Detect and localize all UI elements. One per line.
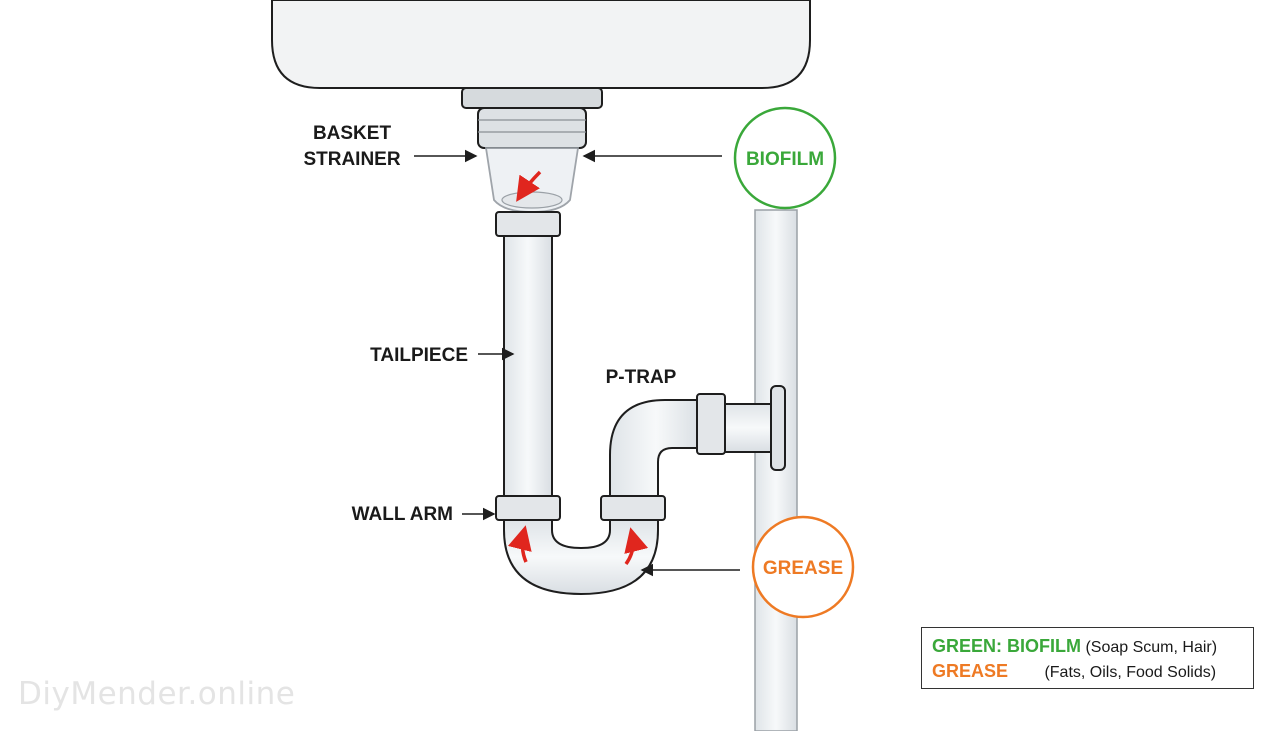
legend-biofilm-key: GREEN: BIOFILM [932, 636, 1081, 656]
legend-row-biofilm: GREEN: BIOFILM (Soap Scum, Hair) [932, 634, 1253, 659]
flow-arrow-right [624, 527, 649, 566]
grease-callout-circle [751, 515, 855, 619]
label-wall-arm: WALL ARM [352, 504, 453, 525]
biofilm-callout-circle [733, 106, 837, 210]
legend-biofilm-desc: (Soap Scum, Hair) [1085, 639, 1218, 656]
flow-arrow-left [507, 525, 532, 563]
flow-arrow-strainer [516, 170, 542, 202]
label-basket: BASKET [313, 123, 392, 144]
drain-body [461, 87, 603, 149]
grease-callout-label: GREASE [763, 558, 843, 579]
legend-grease-desc: (Fats, Oils, Food Solids) [1044, 664, 1217, 681]
biofilm-callout-label: BIOFILM [746, 149, 824, 170]
legend-box: GREEN: BIOFILM (Soap Scum, Hair) GREASE … [921, 627, 1254, 689]
label-tailpiece: TAILPIECE [370, 345, 468, 366]
legend-row-grease: GREASE (Fats, Oils, Food Solids) [932, 659, 1253, 684]
sink-basin [271, 0, 811, 89]
tailpiece-pipe [503, 229, 553, 511]
wall-arm-pipe [724, 403, 774, 453]
watermark: DiyMender.online [18, 676, 296, 712]
legend-grease-key: GREASE [932, 661, 1009, 681]
label-strainer: STRAINER [303, 149, 400, 170]
p-trap-bend [503, 519, 659, 596]
label-p-trap: P-TRAP [606, 367, 677, 388]
p-trap-elbow [609, 399, 703, 497]
